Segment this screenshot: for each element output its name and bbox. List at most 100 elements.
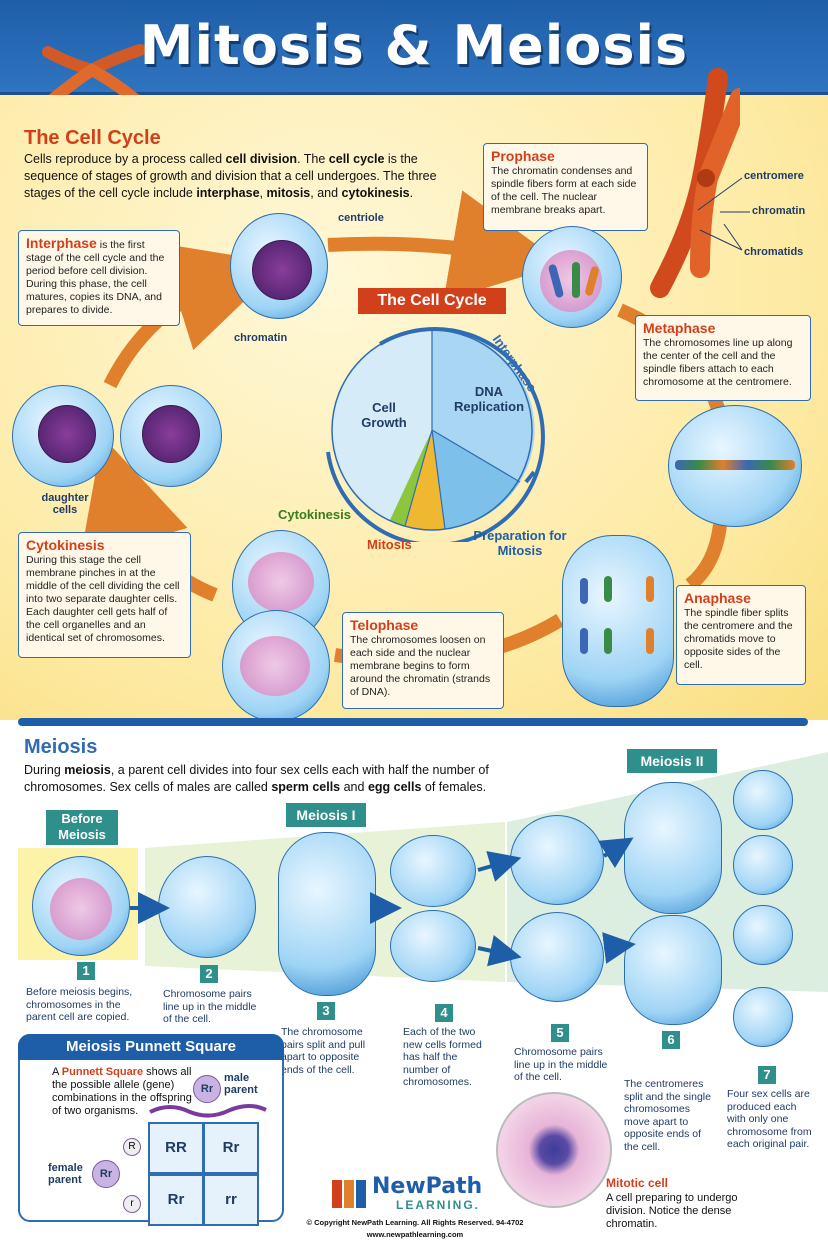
pie-slice-cytokinesis [390, 430, 432, 526]
meiosis-cell-6a [624, 782, 722, 914]
step-text-5: Chromosome pairs line up in the middle o… [514, 1046, 608, 1083]
meiosis-run: egg cells [367, 780, 422, 794]
copyright: © Copyright NewPath Learning. All Rights… [306, 1218, 524, 1227]
pie-title: The Cell Cycle [358, 288, 506, 314]
prophase-box: Prophase The chromatin condenses and spi… [483, 143, 648, 231]
anaphase-cell [562, 535, 674, 707]
meiosis-run: , a parent cell divides into four sex ce… [24, 763, 489, 794]
telophase-box: Telophase The chromosomes loosen on each… [342, 612, 504, 709]
cell_cycle-run: , and [310, 186, 342, 200]
anaphase-title: Anaphase [684, 590, 751, 606]
chromosome-illustration [650, 68, 740, 298]
pie-label-cell-growth: Cell Growth [361, 400, 407, 430]
cytokinesis-box: Cytokinesis During this stage the cell m… [18, 532, 191, 658]
daughter-cells-label: daughter cells [41, 492, 89, 516]
anaphase-text: The spindle fiber splits the centromere … [684, 607, 793, 671]
nuclear-region [50, 878, 112, 940]
meiosis-arrows [130, 837, 636, 967]
cell_cycle-run: mitosis [266, 186, 311, 200]
punnett-cell-3: Rr [148, 1174, 204, 1226]
punnett-cell-4: rr [203, 1174, 259, 1226]
punnett-desc-post: shows all the possible allele (gene) com… [52, 1066, 192, 1117]
meiosis-intro: During meiosis, a parent cell divides in… [24, 762, 524, 796]
cell_cycle-run: cell division [225, 152, 298, 166]
centromere-label: centromere [744, 170, 804, 182]
nucleus [142, 405, 200, 463]
female-parent-label: female parent [48, 1162, 83, 1186]
chromosome [580, 578, 588, 604]
mitotic-cell-title: Mitotic cell [606, 1176, 669, 1190]
male-allele: Rr [193, 1075, 221, 1103]
metaphase-text: The chromosomes line up along the center… [643, 337, 793, 388]
meiosis-cell-3 [278, 832, 376, 996]
step-text-1: Before meiosis begins, chromosomes in th… [26, 986, 133, 1023]
chromosome [604, 576, 612, 602]
telophase-text: The chromosomes loosen on each side and … [350, 634, 491, 698]
chromosome-icon [42, 44, 146, 106]
anaphase-box: Anaphase The spindle fiber splits the ce… [676, 585, 806, 685]
step-number-2: 2 [200, 965, 218, 983]
pie-label-cytokinesis: Cytokinesis [278, 507, 351, 522]
cell_cycle-run: . [409, 186, 414, 200]
punnett-description: A Punnett Square shows all the possible … [52, 1066, 192, 1118]
prophase-title: Prophase [491, 148, 555, 164]
step-number-5: 5 [551, 1024, 569, 1042]
nuclear-region [240, 636, 310, 696]
nuclear-region [248, 552, 314, 612]
interphase-text: is the first stage of the cell cycle and… [26, 239, 165, 316]
chromosome [580, 628, 588, 654]
chromosome [646, 576, 654, 602]
sex-cell-4 [733, 987, 793, 1047]
meiosis-run: meiosis [64, 763, 111, 777]
allele-r-female: r [123, 1195, 141, 1213]
interphase-box: Interphase is the first stage of the cel… [18, 230, 180, 326]
step-text-3: The chromosome pairs split and pull apar… [281, 1026, 366, 1076]
step-text-4: Each of the two new cells formed has hal… [403, 1026, 482, 1088]
page-title: Mitosis & Meiosis [139, 14, 689, 77]
female-allele: Rr [92, 1160, 120, 1188]
cell_cycle-run: is the sequence of stages of growth and … [24, 152, 437, 200]
meiosis-cell-4a [390, 835, 476, 907]
step-number-7: 7 [758, 1066, 776, 1084]
sex-cell-2 [733, 835, 793, 895]
meiosis-run: of females. [421, 780, 487, 794]
newpath-logo-icon [332, 1180, 366, 1208]
metaphase-title: Metaphase [643, 320, 716, 336]
cell_cycle-run: . The [297, 152, 329, 166]
meiosis-run: and [340, 780, 368, 794]
chromosome-row [675, 460, 795, 470]
pie-label-preparation: Preparation for Mitosis [473, 528, 567, 558]
punnett-title: Meiosis Punnett Square [18, 1034, 284, 1060]
chromosome [646, 628, 654, 654]
step-text-6: The centromeres split and the single chr… [624, 1078, 711, 1153]
interphase-title: Interphase [26, 235, 97, 251]
male-parent-label: male parent [224, 1072, 258, 1096]
step-number-6: 6 [662, 1031, 680, 1049]
cell_cycle-run: Cells reproduce by a process called [24, 152, 226, 166]
punnett-desc-pre: A [52, 1066, 62, 1078]
meiosis-heading: Meiosis [24, 736, 98, 758]
punnett-cell-1: RR [148, 1122, 204, 1174]
step-text-2: Chromosome pairs line up in the middle o… [163, 988, 257, 1025]
chromosome [572, 262, 580, 298]
chromatids-label: chromatids [744, 246, 804, 258]
meiosis-run: During [24, 763, 65, 777]
prophase-text: The chromatin condenses and spindle fibe… [491, 165, 637, 216]
cytokinesis-title: Cytokinesis [26, 537, 105, 553]
cell_cycle-run: cell cycle [328, 152, 385, 166]
cell_cycle-run: interphase [196, 186, 260, 200]
meiosis-cell-2 [158, 856, 256, 958]
nucleus [252, 240, 312, 300]
cell-cycle-heading: The Cell Cycle [24, 127, 161, 149]
chromatin-label: chromatin [234, 332, 288, 344]
nucleus [38, 405, 96, 463]
sex-cell-3 [733, 905, 793, 965]
pie-slice-dna [432, 329, 535, 482]
before-meiosis-banner: Before Meiosis [46, 810, 118, 845]
meiosis-1-banner: Meiosis I [286, 803, 366, 827]
chromatin-label-2: chromatin [752, 205, 806, 217]
mitotic-cell-text: A cell preparing to undergo division. No… [606, 1192, 738, 1230]
meiosis-run: sperm cells [271, 780, 341, 794]
punnett-desc-bold: Punnett Square [61, 1066, 144, 1078]
cell-cycle-intro: Cells reproduce by a process called cell… [24, 151, 464, 202]
